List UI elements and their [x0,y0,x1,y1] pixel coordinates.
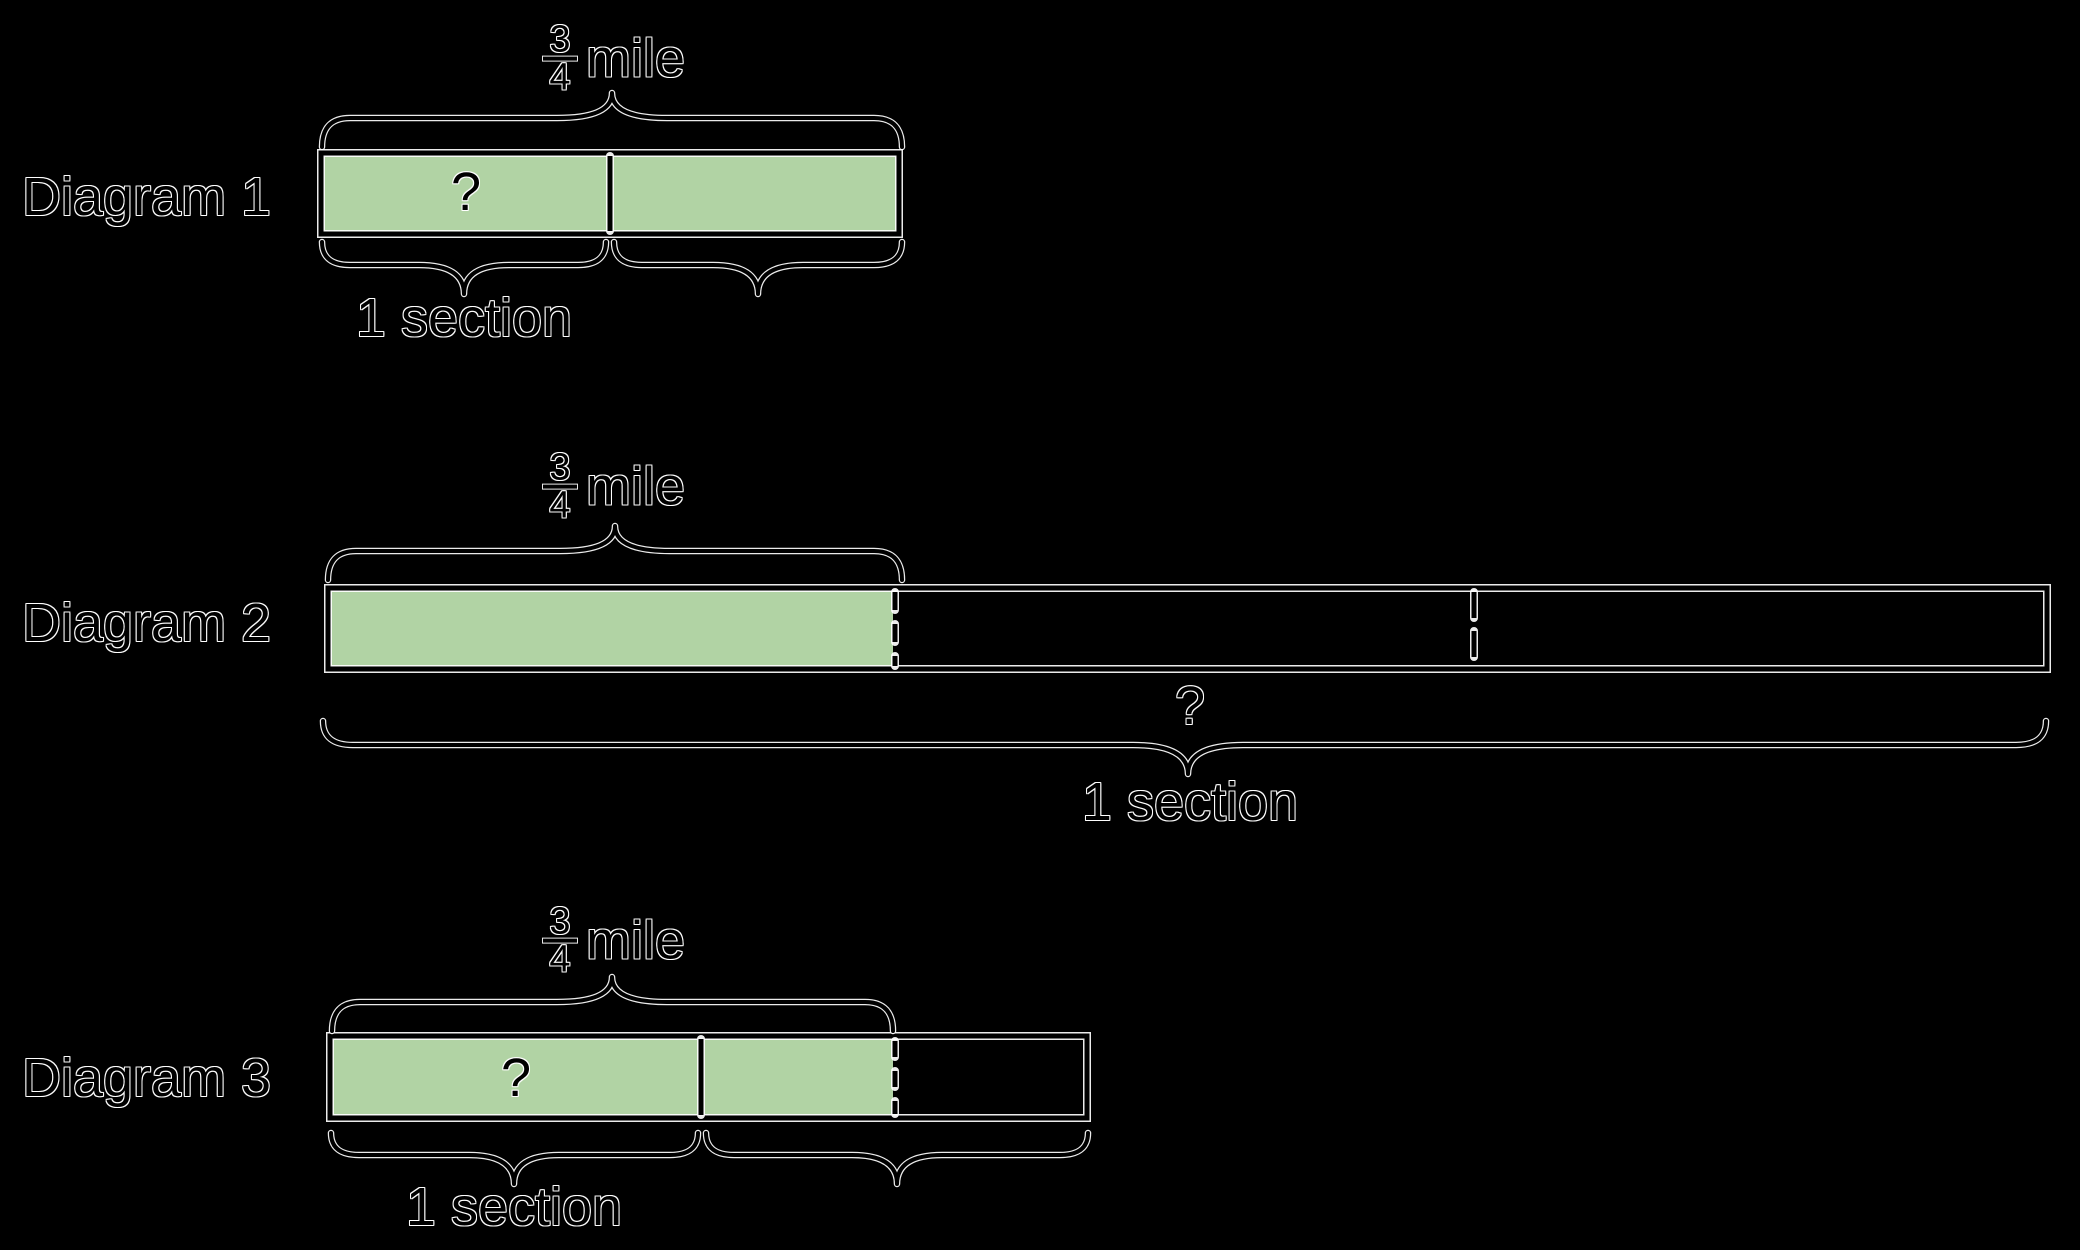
diagram2-fraction: 3 4 [542,446,577,527]
fraction-bar [542,57,577,61]
diagram1-mile-label: 3 4 mile [542,18,686,99]
diagram3-section-label: 1 section [405,1177,623,1237]
diagram2-title: Diagram 2 [22,593,272,653]
diagram3-bottom-right-brace [704,1131,1090,1186]
diagram3-fraction: 3 4 [542,900,577,981]
diagram3-mile-unit: mile [585,911,686,971]
fraction-denominator: 4 [549,57,571,99]
diagram1-title: Diagram 1 [22,167,272,227]
fraction-denominator: 4 [549,485,571,527]
diagram3-graphics [330,977,1088,1184]
diagram1-fraction: 3 4 [542,18,577,99]
diagram2-graphics [323,526,2047,774]
diagram2-green-fill [331,591,893,666]
diagram3-green-fill [333,1039,893,1115]
diagram3-mile-label: 3 4 mile [542,900,686,981]
diagram2-top-brace [326,524,904,582]
diagram2-mile-unit: mile [585,457,686,517]
diagram3-top-brace [330,975,895,1033]
diagram1-section-label: 1 section [355,288,573,348]
fraction-denominator: 4 [549,939,571,981]
diagram2-mile-label: 3 4 mile [542,446,686,527]
diagram1-top-brace [320,91,904,149]
diagram1-graphics [321,93,902,294]
fraction-bar [542,485,577,489]
diagram2-section-label: 1 section [1081,772,1299,832]
fraction-numerator: 3 [549,446,571,489]
fraction-bar [542,939,577,943]
diagram3-question-mark: ? [500,1048,532,1108]
diagram2-question-mark: ? [1174,676,1206,736]
diagram1-mile-unit: mile [585,29,686,89]
diagram3-title: Diagram 3 [22,1048,272,1108]
fraction-numerator: 3 [549,18,571,61]
diagram1-question-mark: ? [450,162,482,222]
fraction-numerator: 3 [549,900,571,943]
